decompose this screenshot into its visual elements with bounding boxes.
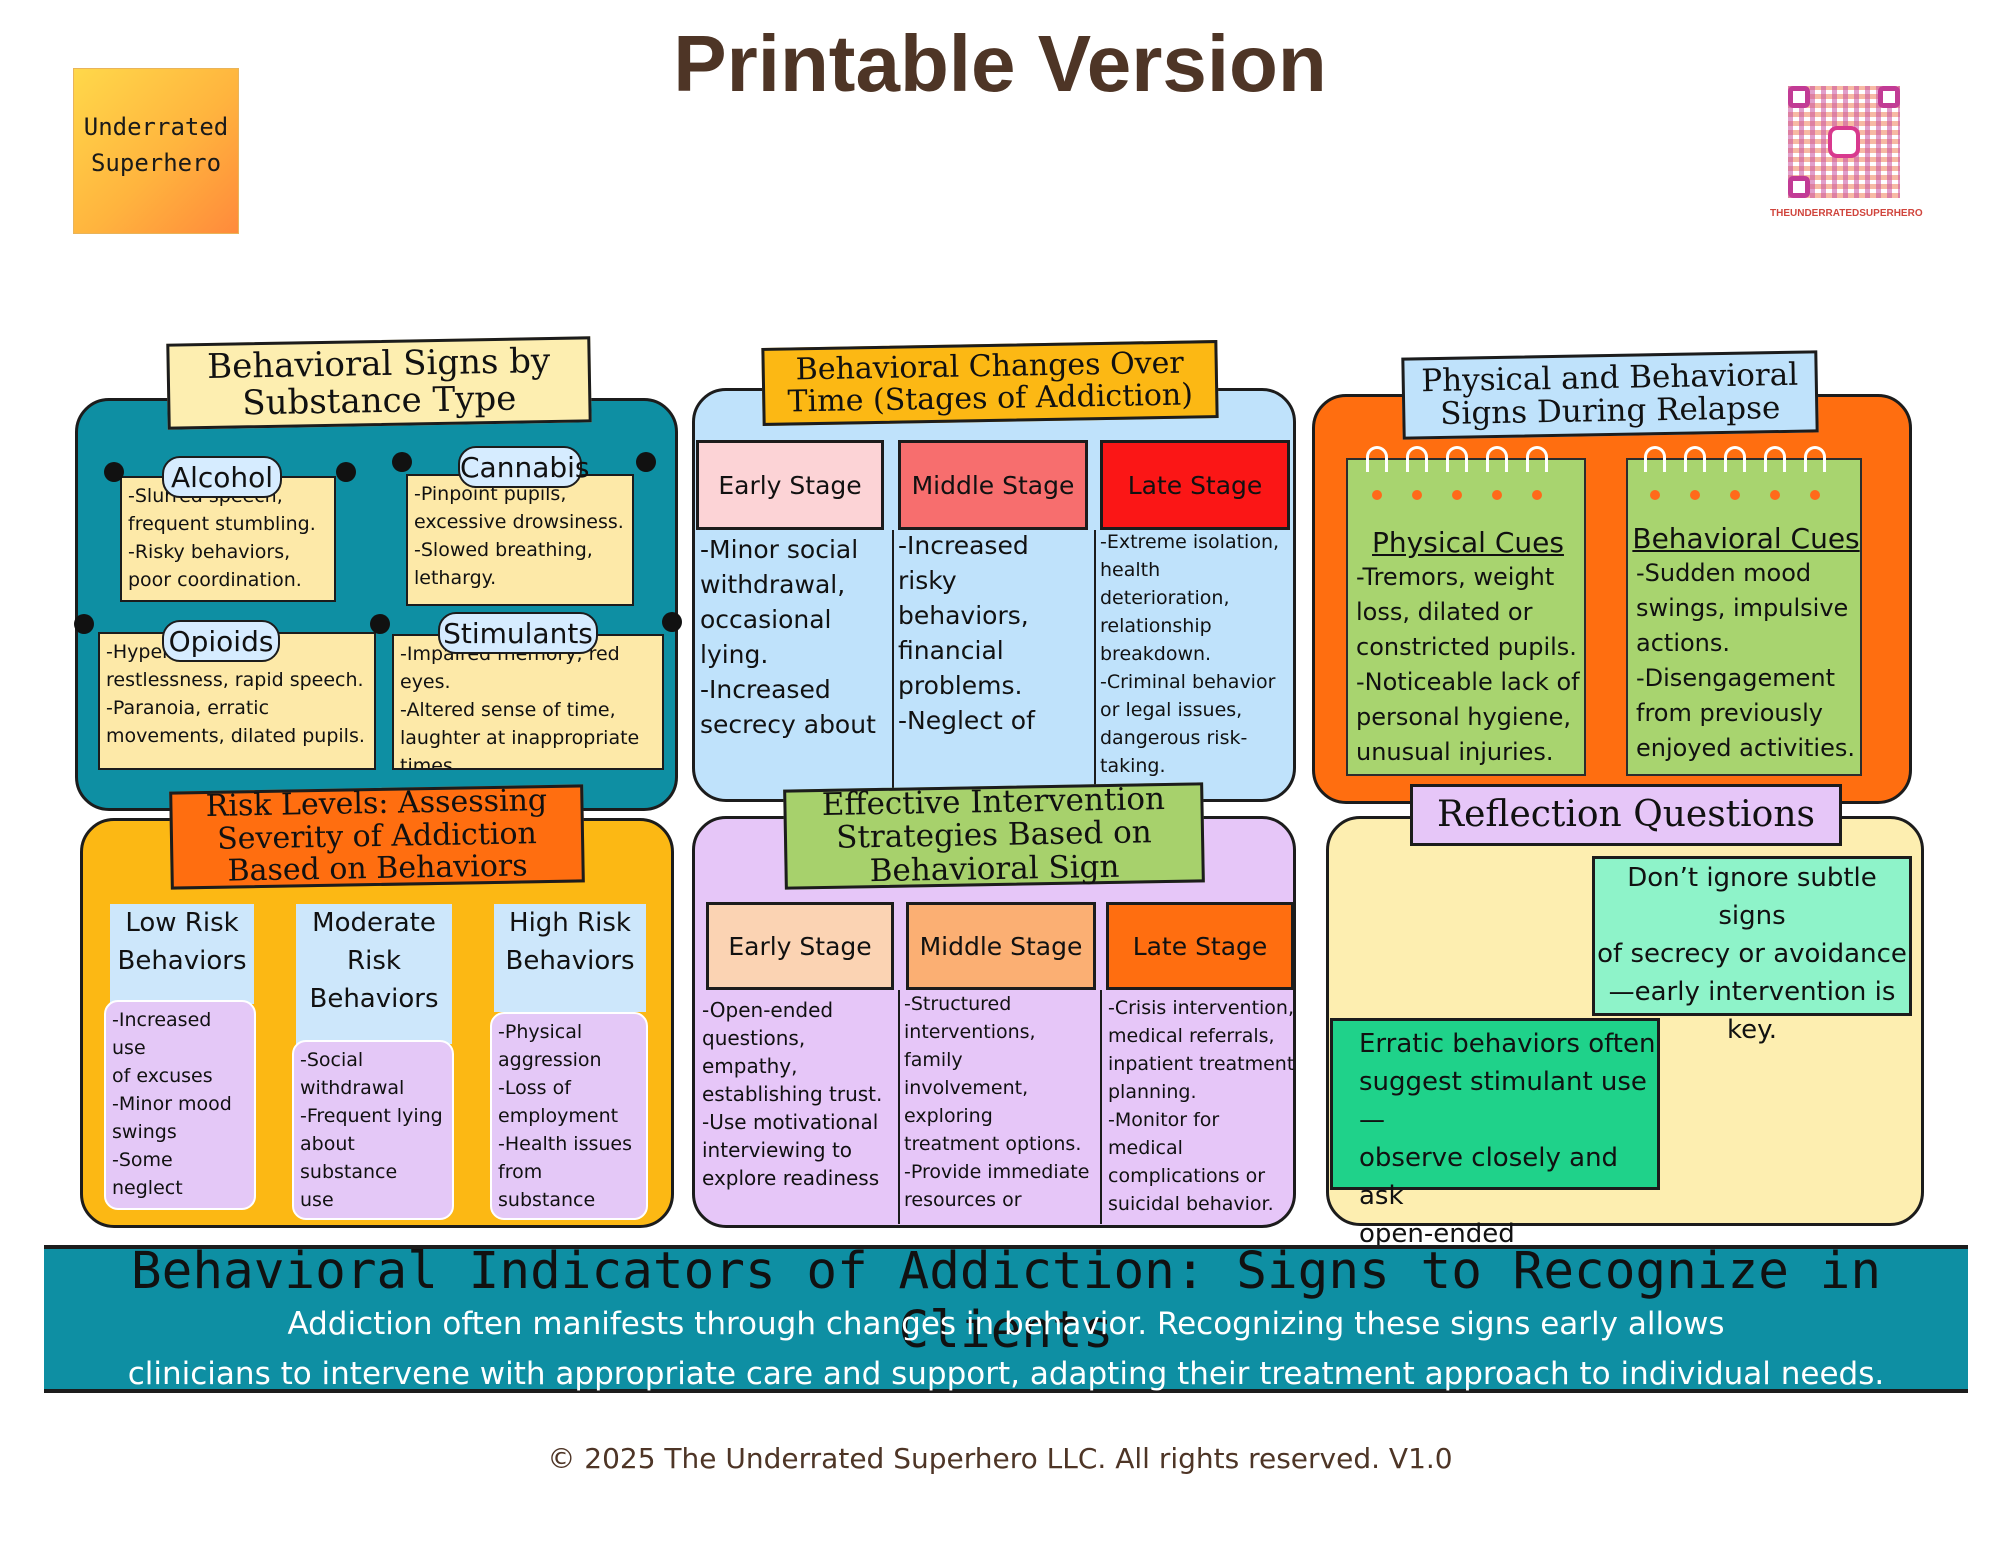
hole-icon xyxy=(1690,490,1700,500)
reflection-header: Reflection Questions xyxy=(1410,784,1842,846)
physical-cues-title: Physical Cues xyxy=(1372,526,1564,559)
pin-icon xyxy=(74,614,94,634)
reflection-question-1: Don’t ignore subtle signs of secrecy or … xyxy=(1592,856,1912,1045)
hole-icon xyxy=(1452,490,1462,500)
alcohol-label: Alcohol xyxy=(162,456,282,498)
qr-finder-icon xyxy=(1788,176,1810,198)
pin-icon xyxy=(104,462,124,482)
cannabis-note: -Pinpoint pupils, excessive drowsiness. … xyxy=(406,474,634,606)
moderate-risk-text: -Social withdrawal -Frequent lying about… xyxy=(292,1040,454,1220)
stimulants-label: Stimulants xyxy=(438,612,598,654)
stage-early-label: Early Stage xyxy=(696,440,884,530)
copyright-footer: © 2025 The Underrated Superhero LLC. All… xyxy=(547,1442,1453,1475)
intervention-early-text: -Open-ended questions, empathy, establis… xyxy=(702,998,883,1196)
ring-icon xyxy=(1684,446,1706,472)
page-title: Printable Version xyxy=(673,19,1327,108)
qr-finder-icon xyxy=(1788,86,1810,108)
hole-icon xyxy=(1372,490,1382,500)
behavioral-cues-card: Behavioral Cues -Sudden mood swings, imp… xyxy=(1626,446,1862,776)
ring-icon xyxy=(1644,446,1666,472)
physical-cues-card: Physical Cues -Tremors, weight loss, dil… xyxy=(1346,446,1586,776)
intervention-early-label: Early Stage xyxy=(706,902,894,990)
stage-late-text: -Extreme isolation, health deterioration… xyxy=(1100,531,1280,777)
column-divider xyxy=(892,530,894,796)
risk-header: Risk Levels: Assessing Severity of Addic… xyxy=(169,783,585,890)
stimulants-note: -Impaired memory, red eyes. -Altered sen… xyxy=(392,634,664,770)
relapse-header: Physical and Behavioral Signs During Rel… xyxy=(1401,350,1819,440)
instagram-icon xyxy=(1828,126,1860,158)
low-risk-label: Low Risk Behaviors xyxy=(110,904,254,1004)
intervention-late-text: -Crisis intervention, medical referrals,… xyxy=(1108,997,1295,1215)
cannabis-label: Cannabis xyxy=(458,446,590,488)
low-risk-text: -Increased use of excuses -Minor mood sw… xyxy=(104,1000,256,1210)
high-risk-label: High Risk Behaviors xyxy=(494,904,646,1012)
logo-line-1: Underrated xyxy=(83,113,229,141)
intervention-late-label: Late Stage xyxy=(1106,902,1294,990)
stage-early-text: -Minor social withdrawal, occasional lyi… xyxy=(700,535,876,739)
stage-middle-text: -Increased risky behaviors, financial pr… xyxy=(898,531,1035,735)
banner-title: Behavioral Indicators of Addiction: Sign… xyxy=(130,1242,1882,1360)
stages-header: Behavioral Changes Over Time (Stages of … xyxy=(761,340,1219,426)
qr-caption: THEUNDERRATEDSUPERHERO xyxy=(1770,208,1923,219)
hole-icon xyxy=(1412,490,1422,500)
pin-icon xyxy=(392,452,412,472)
hole-icon xyxy=(1770,490,1780,500)
ring-icon xyxy=(1724,446,1746,472)
qr-finder-icon xyxy=(1878,86,1900,108)
hole-icon xyxy=(1492,490,1502,500)
intervention-header: Effective Intervention Strategies Based … xyxy=(783,781,1205,890)
ring-icon xyxy=(1526,446,1548,472)
pin-icon xyxy=(336,462,356,482)
substance-header: Behavioral Signs by Substance Type xyxy=(166,336,592,430)
brand-logo: Underrated Superhero xyxy=(73,68,239,234)
hole-icon xyxy=(1730,490,1740,500)
opioids-label: Opioids xyxy=(162,620,280,662)
ring-icon xyxy=(1486,446,1508,472)
summary-banner xyxy=(44,1245,1968,1393)
behavioral-cues-text: -Sudden mood swings, impulsive actions. … xyxy=(1636,559,1855,762)
column-divider xyxy=(1100,990,1102,1224)
ring-icon xyxy=(1406,446,1428,472)
ring-icon xyxy=(1366,446,1388,472)
ring-icon xyxy=(1446,446,1468,472)
hole-icon xyxy=(1650,490,1660,500)
moderate-risk-label: Moderate Risk Behaviors xyxy=(296,904,452,1044)
high-risk-text: -Physical aggression -Loss of employment… xyxy=(490,1012,648,1220)
pin-icon xyxy=(370,614,390,634)
intervention-middle-text: -Structured interventions, family involv… xyxy=(904,993,1090,1211)
reflection-question-2: Erratic behaviors often suggest stimulan… xyxy=(1330,1018,1660,1287)
column-divider xyxy=(898,990,900,1224)
stage-middle-label: Middle Stage xyxy=(898,440,1088,530)
intervention-middle-label: Middle Stage xyxy=(906,902,1096,990)
column-divider xyxy=(1094,530,1096,796)
qr-code[interactable] xyxy=(1788,86,1900,198)
logo-line-2: Superhero xyxy=(90,149,222,177)
banner-line-2: clinicians to intervene with appropriate… xyxy=(127,1356,1885,1392)
hole-icon xyxy=(1810,490,1820,500)
behavioral-cues-title: Behavioral Cues xyxy=(1632,522,1860,555)
banner-line-1: Addiction often manifests through change… xyxy=(287,1306,1725,1342)
physical-cues-text: -Tremors, weight loss, dilated or constr… xyxy=(1356,563,1580,766)
pin-icon xyxy=(636,452,656,472)
pin-icon xyxy=(662,612,682,632)
ring-icon xyxy=(1804,446,1826,472)
hole-icon xyxy=(1532,490,1542,500)
stage-late-label: Late Stage xyxy=(1100,440,1290,530)
ring-icon xyxy=(1764,446,1786,472)
